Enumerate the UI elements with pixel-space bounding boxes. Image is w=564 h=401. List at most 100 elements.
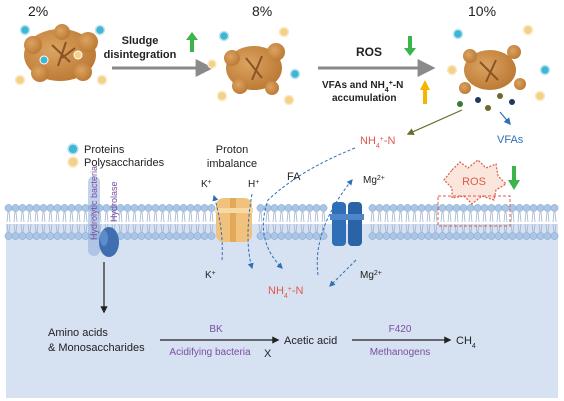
proton-channel (215, 198, 253, 242)
lipid-tail (545, 211, 550, 233)
lipid-tail (265, 211, 270, 233)
lipid-head (165, 204, 174, 212)
lipid-head (403, 204, 412, 212)
lipid-head (312, 232, 321, 240)
lipid-tail (69, 211, 74, 233)
lipid-tail (482, 211, 487, 233)
lipid-head (193, 232, 202, 240)
lipid-tail (489, 211, 494, 233)
lipid-head (298, 232, 307, 240)
vfa-accumulation-line2: accumulation (332, 93, 396, 104)
lipid-head (438, 204, 447, 212)
lipid-tail (167, 211, 172, 233)
lipid-head (74, 232, 83, 240)
lipid-tail (391, 211, 396, 233)
lipid-tail (552, 211, 557, 233)
vfa-release-arrow (499, 111, 511, 126)
lipid-head (382, 232, 391, 240)
lipid-tail (195, 211, 200, 233)
lipid-head (445, 204, 454, 212)
stage-1-percent: 2% (28, 3, 48, 19)
lipid-tail (27, 211, 32, 233)
lipid-tail (34, 211, 39, 233)
legend: Proteins Polysaccharides (67, 143, 165, 169)
lipid-head (529, 232, 538, 240)
lipid-head (515, 232, 524, 240)
lipid-tail (377, 211, 382, 233)
lipid-tail (475, 211, 480, 233)
lipid-head (284, 204, 293, 212)
lipid-head (375, 232, 384, 240)
lipid-head (522, 204, 531, 212)
inhibition-mark: X (264, 348, 272, 360)
lipid-tail (538, 211, 543, 233)
lipid-head (438, 232, 447, 240)
lipid-head (466, 204, 475, 212)
lipid-head (382, 204, 391, 212)
lipid-head (25, 204, 34, 212)
lipid-head (424, 232, 433, 240)
lipid-head (179, 204, 188, 212)
lipid-head (4, 204, 13, 212)
lipid-tail (279, 211, 284, 233)
lipid-head (298, 204, 307, 212)
lipid-head (179, 232, 188, 240)
lipid-tail (209, 211, 214, 233)
lipid-tail (181, 211, 186, 233)
vfa-accumulation-line1: VFAs and NH4+-N (322, 80, 403, 94)
lipid-tail (531, 211, 536, 233)
lipid-head (11, 232, 20, 240)
lipid-head (137, 204, 146, 212)
lipid-head (32, 204, 41, 212)
lipid-tail (6, 211, 11, 233)
lipid-tail (153, 211, 158, 233)
lipid-head (410, 232, 419, 240)
sludge-floc-fragmented (446, 24, 551, 111)
lipid-tail (83, 211, 88, 233)
sludge-floc-intact (14, 24, 108, 86)
proton-imbalance-line2: imbalance (207, 158, 257, 170)
lipid-head (74, 204, 83, 212)
lipid-head (389, 204, 398, 212)
lipid-head (32, 232, 41, 240)
lipid-head (452, 232, 461, 240)
lipid-head (550, 232, 559, 240)
lipid-tail (111, 211, 116, 233)
lipid-head (11, 204, 20, 212)
lipid-head (305, 232, 314, 240)
hydrolytic-bacteria-rod (88, 176, 100, 256)
sludge-floc-disintegrated (207, 26, 301, 106)
vfas-label: VFAs (497, 134, 524, 146)
lipid-head (410, 204, 419, 212)
lipid-tail (370, 211, 375, 233)
lipid-tail (20, 211, 25, 233)
lipid-head (396, 232, 405, 240)
k-top-label: K+ (201, 179, 212, 191)
acidifying-bacteria-label: Acidifying bacteria (169, 347, 251, 358)
magnesium-channel (330, 202, 364, 246)
lipid-head (466, 232, 475, 240)
lipid-head (403, 232, 412, 240)
lipid-head (53, 204, 62, 212)
lipid-head (123, 232, 132, 240)
lipid-tail (398, 211, 403, 233)
lipid-tail (419, 211, 424, 233)
lipid-tail (104, 211, 109, 233)
lipid-tail (48, 211, 53, 233)
bk-label: BK (209, 324, 223, 335)
lipid-head (459, 204, 468, 212)
nh4-release-arrow (406, 109, 463, 135)
lipid-tail (510, 211, 515, 233)
stage-2-percent: 8% (252, 3, 272, 19)
lipid-tail (300, 211, 305, 233)
lipid-head (424, 204, 433, 212)
lipid-tail (118, 211, 123, 233)
legend-proteins: Proteins (84, 144, 125, 156)
lipid-head (501, 232, 510, 240)
lipid-head (270, 232, 279, 240)
lipid-head (172, 232, 181, 240)
lipid-head (18, 232, 27, 240)
lipid-tail (125, 211, 130, 233)
lipid-tail (524, 211, 529, 233)
lipid-tail (160, 211, 165, 233)
